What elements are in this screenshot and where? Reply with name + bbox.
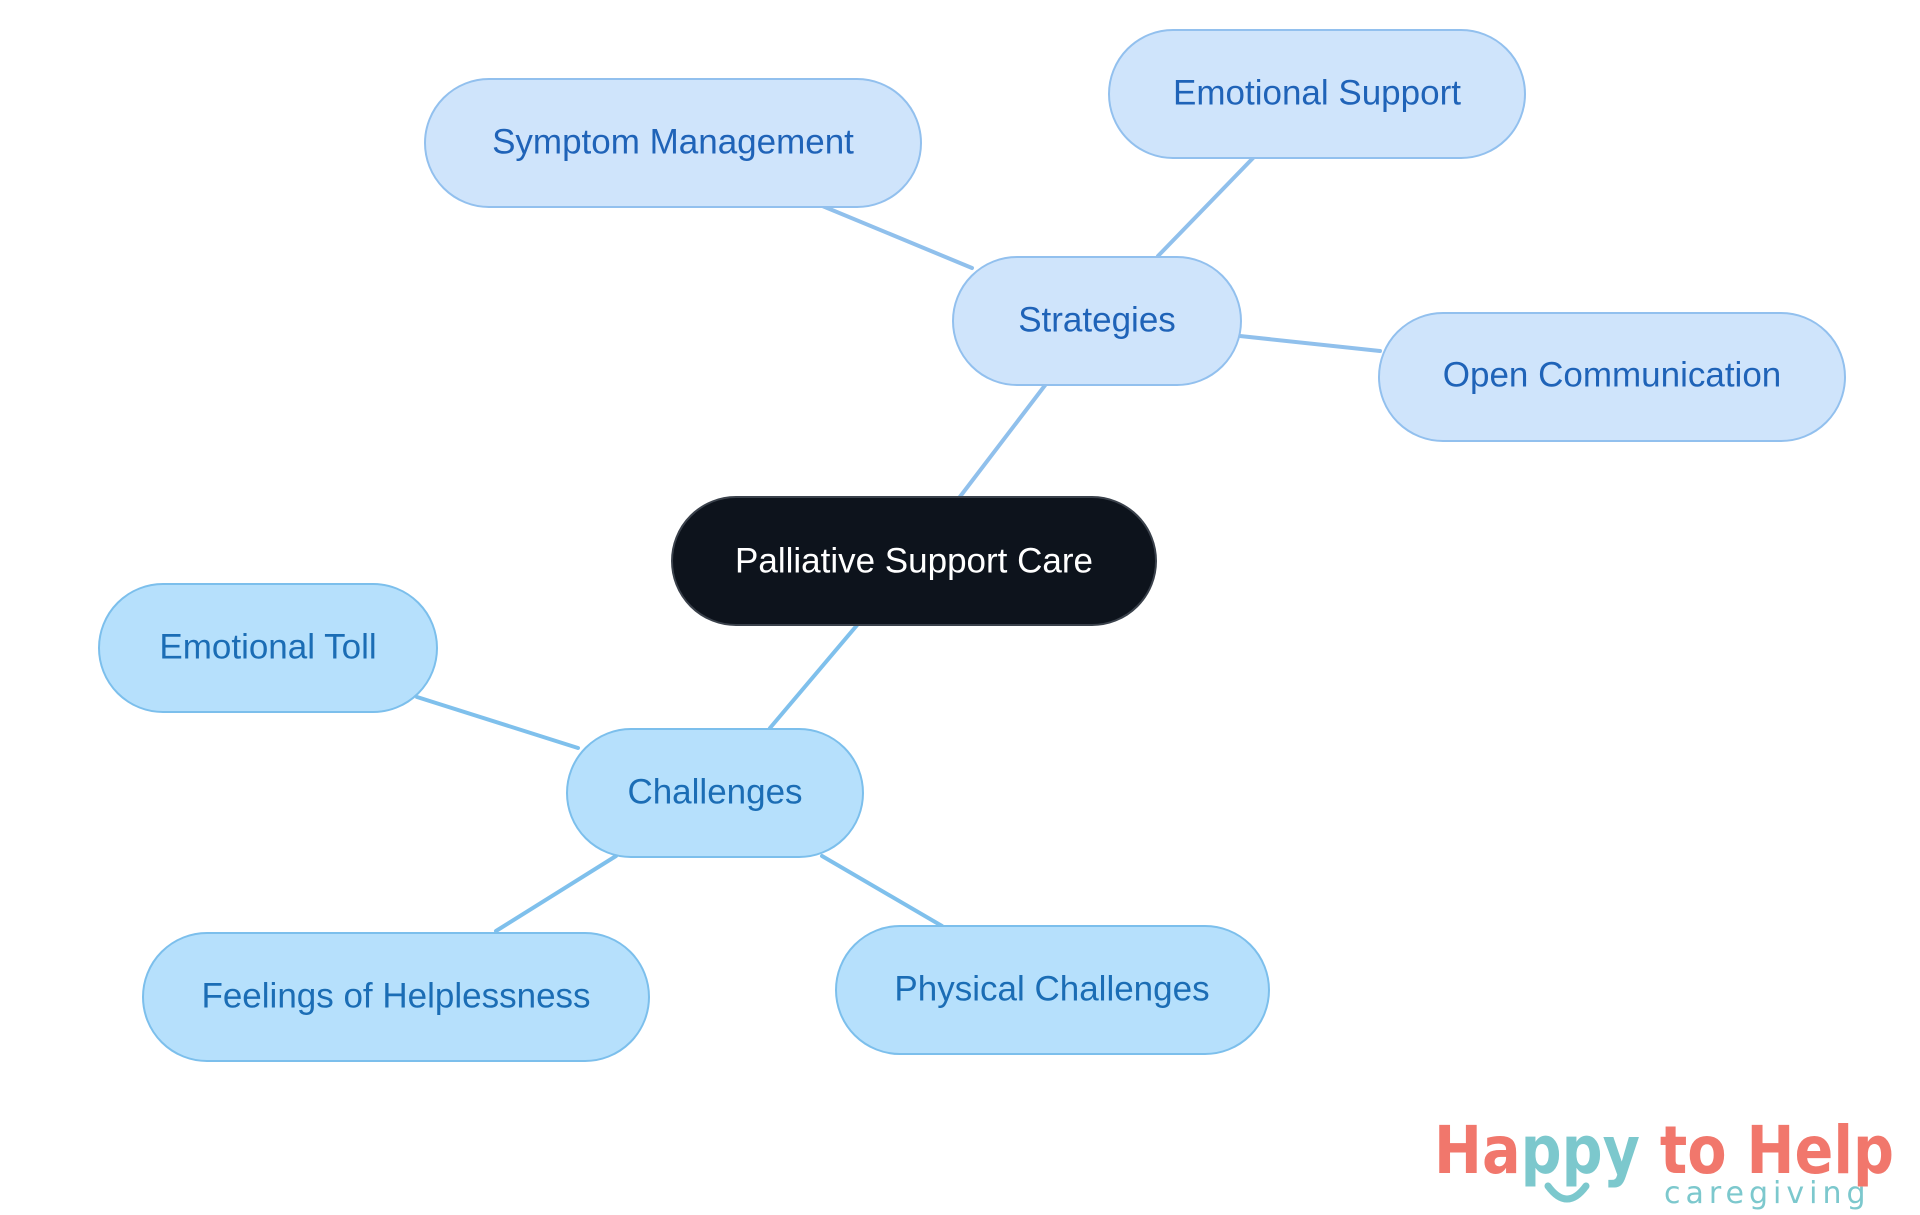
edge-strategies-open-communication [1238, 334, 1382, 353]
leaf-node-physical-challenges-label: Physical Challenges [894, 970, 1209, 1009]
happy-to-help-logo: Happy to Help caregiving [1434, 1112, 1894, 1211]
branch-node-strategies-label: Strategies [1018, 301, 1176, 340]
branch-node-challenges-label: Challenges [627, 773, 802, 812]
leaf-node-open-communication[interactable]: Open Communication [1378, 312, 1846, 442]
root-node[interactable]: Palliative Support Care [671, 496, 1157, 626]
leaf-node-physical-challenges[interactable]: Physical Challenges [835, 925, 1270, 1055]
edge-strategies-symptom [818, 203, 974, 270]
edge-challenges-physical [820, 854, 944, 928]
edge-strategies-emotional-support [1156, 155, 1256, 258]
leaf-node-open-communication-label: Open Communication [1443, 356, 1782, 395]
leaf-node-feelings-of-helplessness[interactable]: Feelings of Helplessness [142, 932, 650, 1062]
leaf-node-emotional-toll-label: Emotional Toll [159, 628, 376, 667]
branch-node-challenges[interactable]: Challenges [566, 728, 864, 858]
logo-tagline: caregiving [1664, 1176, 1871, 1211]
logo-word-ppy: ppy [1521, 1112, 1640, 1189]
edge-root-strategies [957, 382, 1048, 500]
logo-wordmark: Happy to Help [1434, 1112, 1894, 1189]
branch-node-strategies[interactable]: Strategies [952, 256, 1242, 386]
edge-challenges-emotional-toll [415, 695, 580, 750]
leaf-node-feelings-of-helplessness-label: Feelings of Helplessness [201, 977, 590, 1016]
logo-smile-icon [1544, 1182, 1590, 1203]
leaf-node-symptom-management-label: Symptom Management [492, 123, 854, 162]
edge-root-challenges [768, 622, 860, 730]
leaf-node-emotional-support-label: Emotional Support [1173, 74, 1461, 113]
edge-challenges-helplessness [494, 854, 618, 933]
logo-word-to-help: to Help [1640, 1112, 1894, 1189]
logo-word-ha: Ha [1434, 1112, 1521, 1189]
leaf-node-emotional-toll[interactable]: Emotional Toll [98, 583, 438, 713]
root-node-label: Palliative Support Care [735, 542, 1093, 581]
leaf-node-symptom-management[interactable]: Symptom Management [424, 78, 922, 208]
mind-map-edges [415, 155, 1382, 933]
leaf-node-emotional-support[interactable]: Emotional Support [1108, 29, 1526, 159]
